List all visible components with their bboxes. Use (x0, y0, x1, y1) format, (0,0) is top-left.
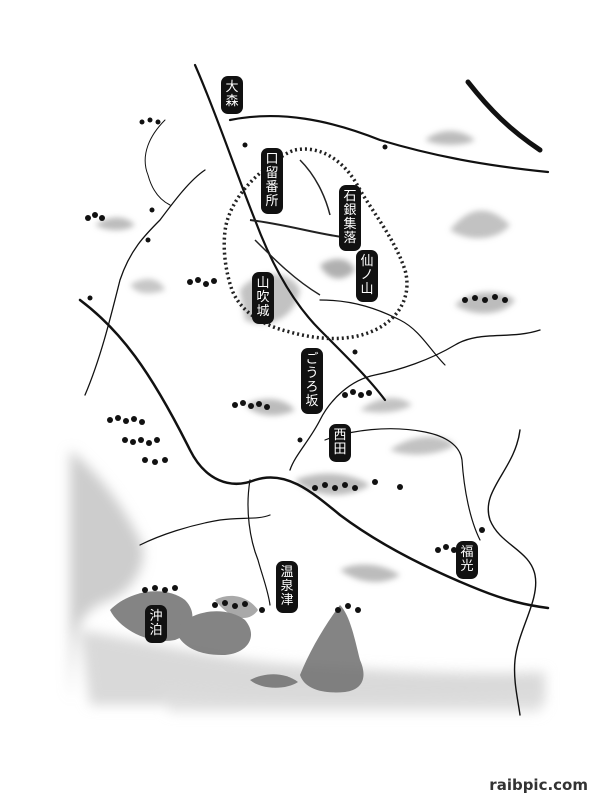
label-omori[interactable]: 大森 (221, 76, 243, 114)
routes (78, 63, 550, 716)
label-fukumitsu[interactable]: 福光 (456, 541, 478, 579)
label-yunotsu[interactable]: 温泉津 (276, 561, 298, 613)
label-sennoyama[interactable]: 仙ノ山 (356, 250, 378, 302)
watermark: raibpic.com (489, 776, 588, 794)
label-ishigin-shuraku[interactable]: 石銀集落 (339, 185, 361, 251)
label-saida[interactable]: 西田 (329, 424, 351, 462)
tree-clusters (85, 117, 508, 613)
label-okidomari[interactable]: 沖泊 (145, 605, 167, 643)
label-yamabuki-castle[interactable]: 山吹城 (252, 272, 274, 324)
label-gourozaka[interactable]: ごうろ坂 (301, 348, 323, 414)
label-kuchidome-bansho[interactable]: 口留番所 (261, 148, 283, 214)
road-markers (87, 142, 388, 443)
